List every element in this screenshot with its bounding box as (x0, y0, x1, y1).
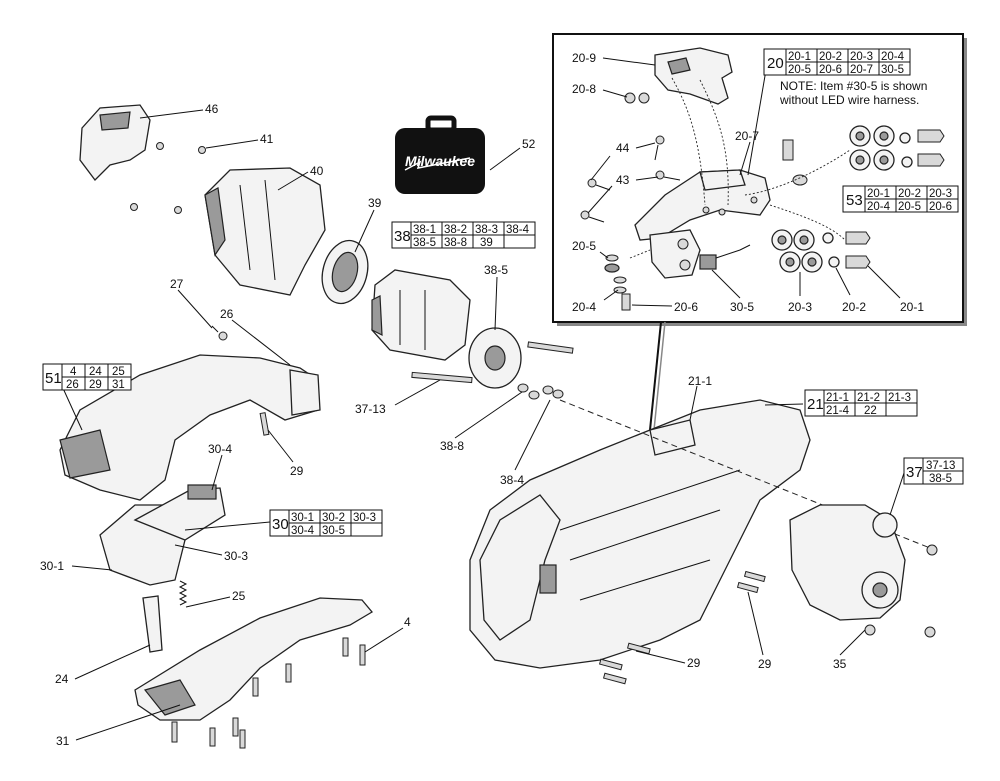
table-cell: 38-4 (506, 224, 530, 236)
callout: 29 (758, 657, 772, 671)
table-cell: 29 (89, 379, 102, 391)
callout: 44 (616, 141, 630, 155)
callout: 38-4 (500, 473, 524, 487)
table-cell: 4 (70, 366, 77, 378)
callout: 46 (205, 102, 219, 116)
callout: 29 (290, 464, 304, 478)
table-key: 51 (45, 370, 62, 387)
callout: 26 (220, 307, 234, 321)
callout: 21-1 (688, 374, 712, 388)
callout: 20-9 (572, 51, 596, 65)
table-key: 38 (394, 228, 411, 245)
callout: 30-1 (40, 559, 64, 573)
table-key: 37 (906, 464, 923, 481)
inset-note: NOTE: Item #30-5 is shown without LED wi… (779, 79, 927, 107)
table-cell: 38-3 (475, 224, 498, 236)
table-cell: 20-6 (929, 201, 952, 213)
callout: 20-6 (674, 300, 698, 314)
table-cell: 21-4 (826, 405, 850, 417)
callout: 35 (833, 657, 847, 671)
parts-table-20: 20 20-1 20-2 20-3 20-4 20-5 20-6 20-7 30… (763, 48, 911, 76)
callout: 20-7 (735, 129, 759, 143)
table-cell: 20-2 (819, 51, 842, 63)
callout: 37-13 (355, 402, 386, 416)
table-cell: 22 (864, 405, 877, 417)
table-cell: 20-7 (850, 64, 873, 76)
callout: 20-1 (900, 300, 924, 314)
table-cell: 30-5 (322, 525, 345, 537)
table-cell: 31 (112, 379, 125, 391)
parts-table-37: 37 37-13 38-5 (903, 457, 964, 485)
parts-table-38: 38 38-1 38-2 38-3 38-4 38-5 38-8 39 (391, 221, 536, 249)
table-key: 30 (272, 516, 289, 533)
table-cell: 21-1 (826, 392, 849, 404)
main-parts (59, 104, 938, 749)
callout: 52 (522, 137, 536, 151)
leader-lines (61, 57, 906, 741)
callout: 20-2 (842, 300, 866, 314)
table-key: 53 (846, 192, 863, 209)
table-cell: 39 (480, 237, 493, 249)
milwaukee-logo-text: Milwaukee (405, 153, 475, 169)
table-cell: 20-3 (850, 51, 873, 63)
table-cell: 30-3 (353, 512, 376, 524)
table-cell: 21-3 (888, 392, 911, 404)
callout-labels: 46 41 40 52 39 27 26 38-5 37-13 38-8 38-… (40, 51, 924, 748)
note-line: without LED wire harness. (779, 93, 919, 107)
callout: 30-3 (224, 549, 248, 563)
table-cell: 20-5 (788, 64, 811, 76)
table-key: 20 (767, 55, 784, 72)
callout: 39 (368, 196, 382, 210)
callout: 41 (260, 132, 274, 146)
table-cell: 30-5 (881, 64, 904, 76)
callout: 27 (170, 277, 184, 291)
table-cell: 20-1 (867, 188, 890, 200)
table-cell: 30-2 (322, 512, 345, 524)
table-cell: 38-2 (444, 224, 467, 236)
table-cell: 30-4 (291, 525, 315, 537)
callout: 30-4 (208, 442, 232, 456)
callout: 31 (56, 734, 70, 748)
parts-table-53: 53 20-1 20-2 20-3 20-4 20-5 20-6 (842, 185, 959, 213)
callout: 20-3 (788, 300, 812, 314)
table-cell: 20-3 (929, 188, 952, 200)
callout: 40 (310, 164, 324, 178)
table-cell: 38-5 (413, 237, 436, 249)
table-cell: 25 (112, 366, 125, 378)
table-cell: 30-1 (291, 512, 314, 524)
callout: 43 (616, 173, 630, 187)
callout: 29 (687, 656, 701, 670)
table-cell: 26 (66, 379, 79, 391)
callout: 20-8 (572, 82, 596, 96)
table-cell: 24 (89, 366, 102, 378)
table-cell: 20-5 (898, 201, 921, 213)
parts-table-30: 30 30-1 30-2 30-3 30-4 30-5 (269, 509, 383, 537)
table-key: 21 (807, 396, 824, 413)
callout: 20-5 (572, 239, 596, 253)
table-cell: 20-4 (867, 201, 891, 213)
callout: 30-5 (730, 300, 754, 314)
table-cell: 38-5 (929, 473, 952, 485)
table-cell: 20-4 (881, 51, 905, 63)
table-cell: 37-13 (926, 460, 955, 472)
table-cell: 20-6 (819, 64, 842, 76)
parts-table-51: 51 4 24 25 26 29 31 (42, 363, 132, 391)
callout: 38-8 (440, 439, 464, 453)
callout: 4 (404, 615, 411, 629)
callout: 38-5 (484, 263, 508, 277)
parts-table-21: 21 21-1 21-2 21-3 21-4 22 (804, 389, 918, 417)
table-cell: 38-8 (444, 237, 467, 249)
table-cell: 38-1 (413, 224, 436, 236)
callout: 20-4 (572, 300, 596, 314)
note-line: NOTE: Item #30-5 is shown (780, 79, 927, 93)
callout: 24 (55, 672, 69, 686)
table-cell: 21-2 (857, 392, 880, 404)
table-cell: 20-1 (788, 51, 811, 63)
inset-parts (580, 47, 945, 311)
callout: 25 (232, 589, 246, 603)
milwaukee-case-logo: Milwaukee (395, 115, 485, 194)
table-cell: 20-2 (898, 188, 921, 200)
